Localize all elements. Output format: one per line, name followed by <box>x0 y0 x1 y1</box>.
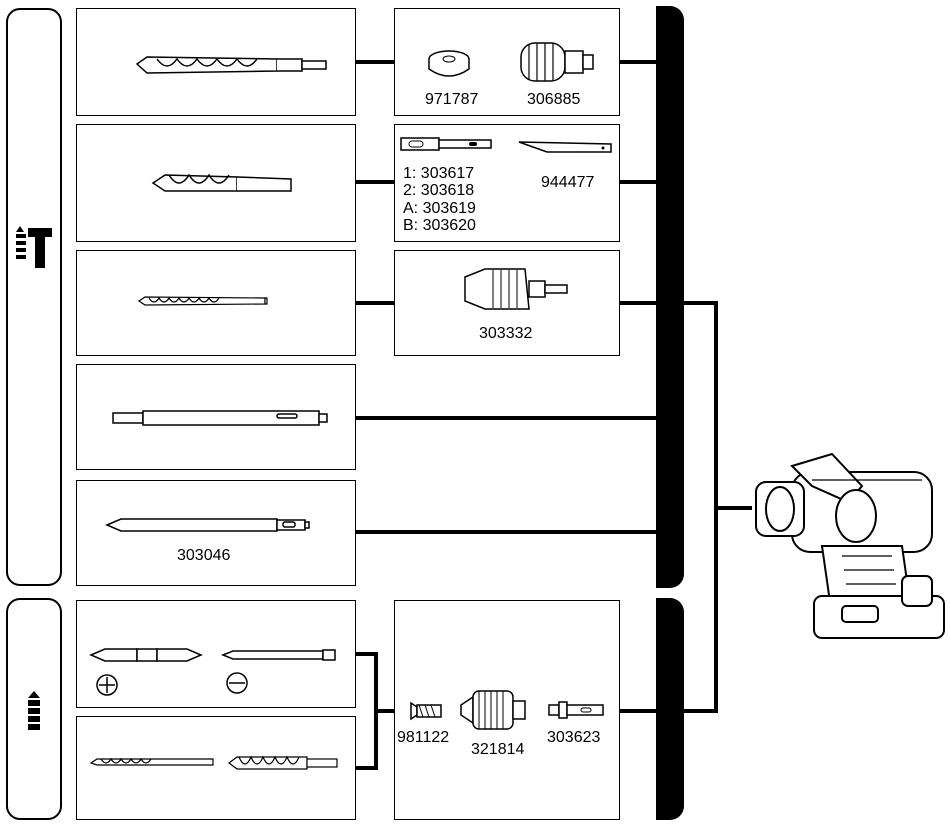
sds-masonry-bit-box <box>76 8 356 116</box>
part-number-303332: 303332 <box>479 325 532 343</box>
reduced-shank-bit-box <box>76 124 356 242</box>
part-number-944477: 944477 <box>541 174 594 192</box>
part-number-303617: 1: 303617 <box>403 165 474 183</box>
drill-bits-icon <box>77 717 357 821</box>
part-number-306885: 306885 <box>527 91 580 109</box>
part-number-303620: B: 303620 <box>403 217 476 235</box>
reduced-shank-bit-icon <box>77 125 357 243</box>
dust-extractor-icon <box>513 37 603 87</box>
point-chisel-icon <box>77 481 357 587</box>
sds-adapter-icon <box>547 699 607 721</box>
twist-drill-box <box>76 250 356 356</box>
part-number-971787: 971787 <box>425 91 478 109</box>
sds-rod-icon <box>77 365 357 471</box>
minus-circle-icon <box>227 673 247 693</box>
screwdriver-bits-box <box>76 600 356 708</box>
chisel-adapter-box: 1: 303617 2: 303618 A: 303619 B: 303620 … <box>394 124 620 242</box>
point-chisel-box: 303046 <box>76 480 356 586</box>
drill-bits-box <box>76 716 356 820</box>
dust-accessories-box: 971787 306885 <box>394 8 620 116</box>
part-number-303623: 303623 <box>547 729 600 747</box>
part-number-303618: 2: 303618 <box>403 182 474 200</box>
keyed-chuck-icon <box>457 685 529 735</box>
keyless-chuck-icon <box>455 261 575 317</box>
twist-drill-icon <box>77 251 357 357</box>
chisel-holder-icon <box>399 135 499 155</box>
drill-chuck-adapter-box: 981122 321814 303623 <box>394 600 620 820</box>
part-number-981122: 981122 <box>397 729 449 747</box>
flat-chisel-icon <box>517 139 617 157</box>
plus-circle-icon <box>97 675 117 695</box>
sds-masonry-bit-icon <box>77 9 357 117</box>
chuck-adapter-box: 303332 <box>394 250 620 356</box>
bit-holder-icon <box>409 701 443 721</box>
part-number-303046: 303046 <box>177 547 230 565</box>
pointed-chisel-box <box>76 364 356 470</box>
screwdriver-bits-icon <box>77 601 357 709</box>
rotary-hammer-icon <box>752 446 948 642</box>
dust-cap-icon <box>425 43 475 83</box>
part-number-303619: A: 303619 <box>403 200 476 218</box>
part-number-321814: 321814 <box>471 741 524 759</box>
